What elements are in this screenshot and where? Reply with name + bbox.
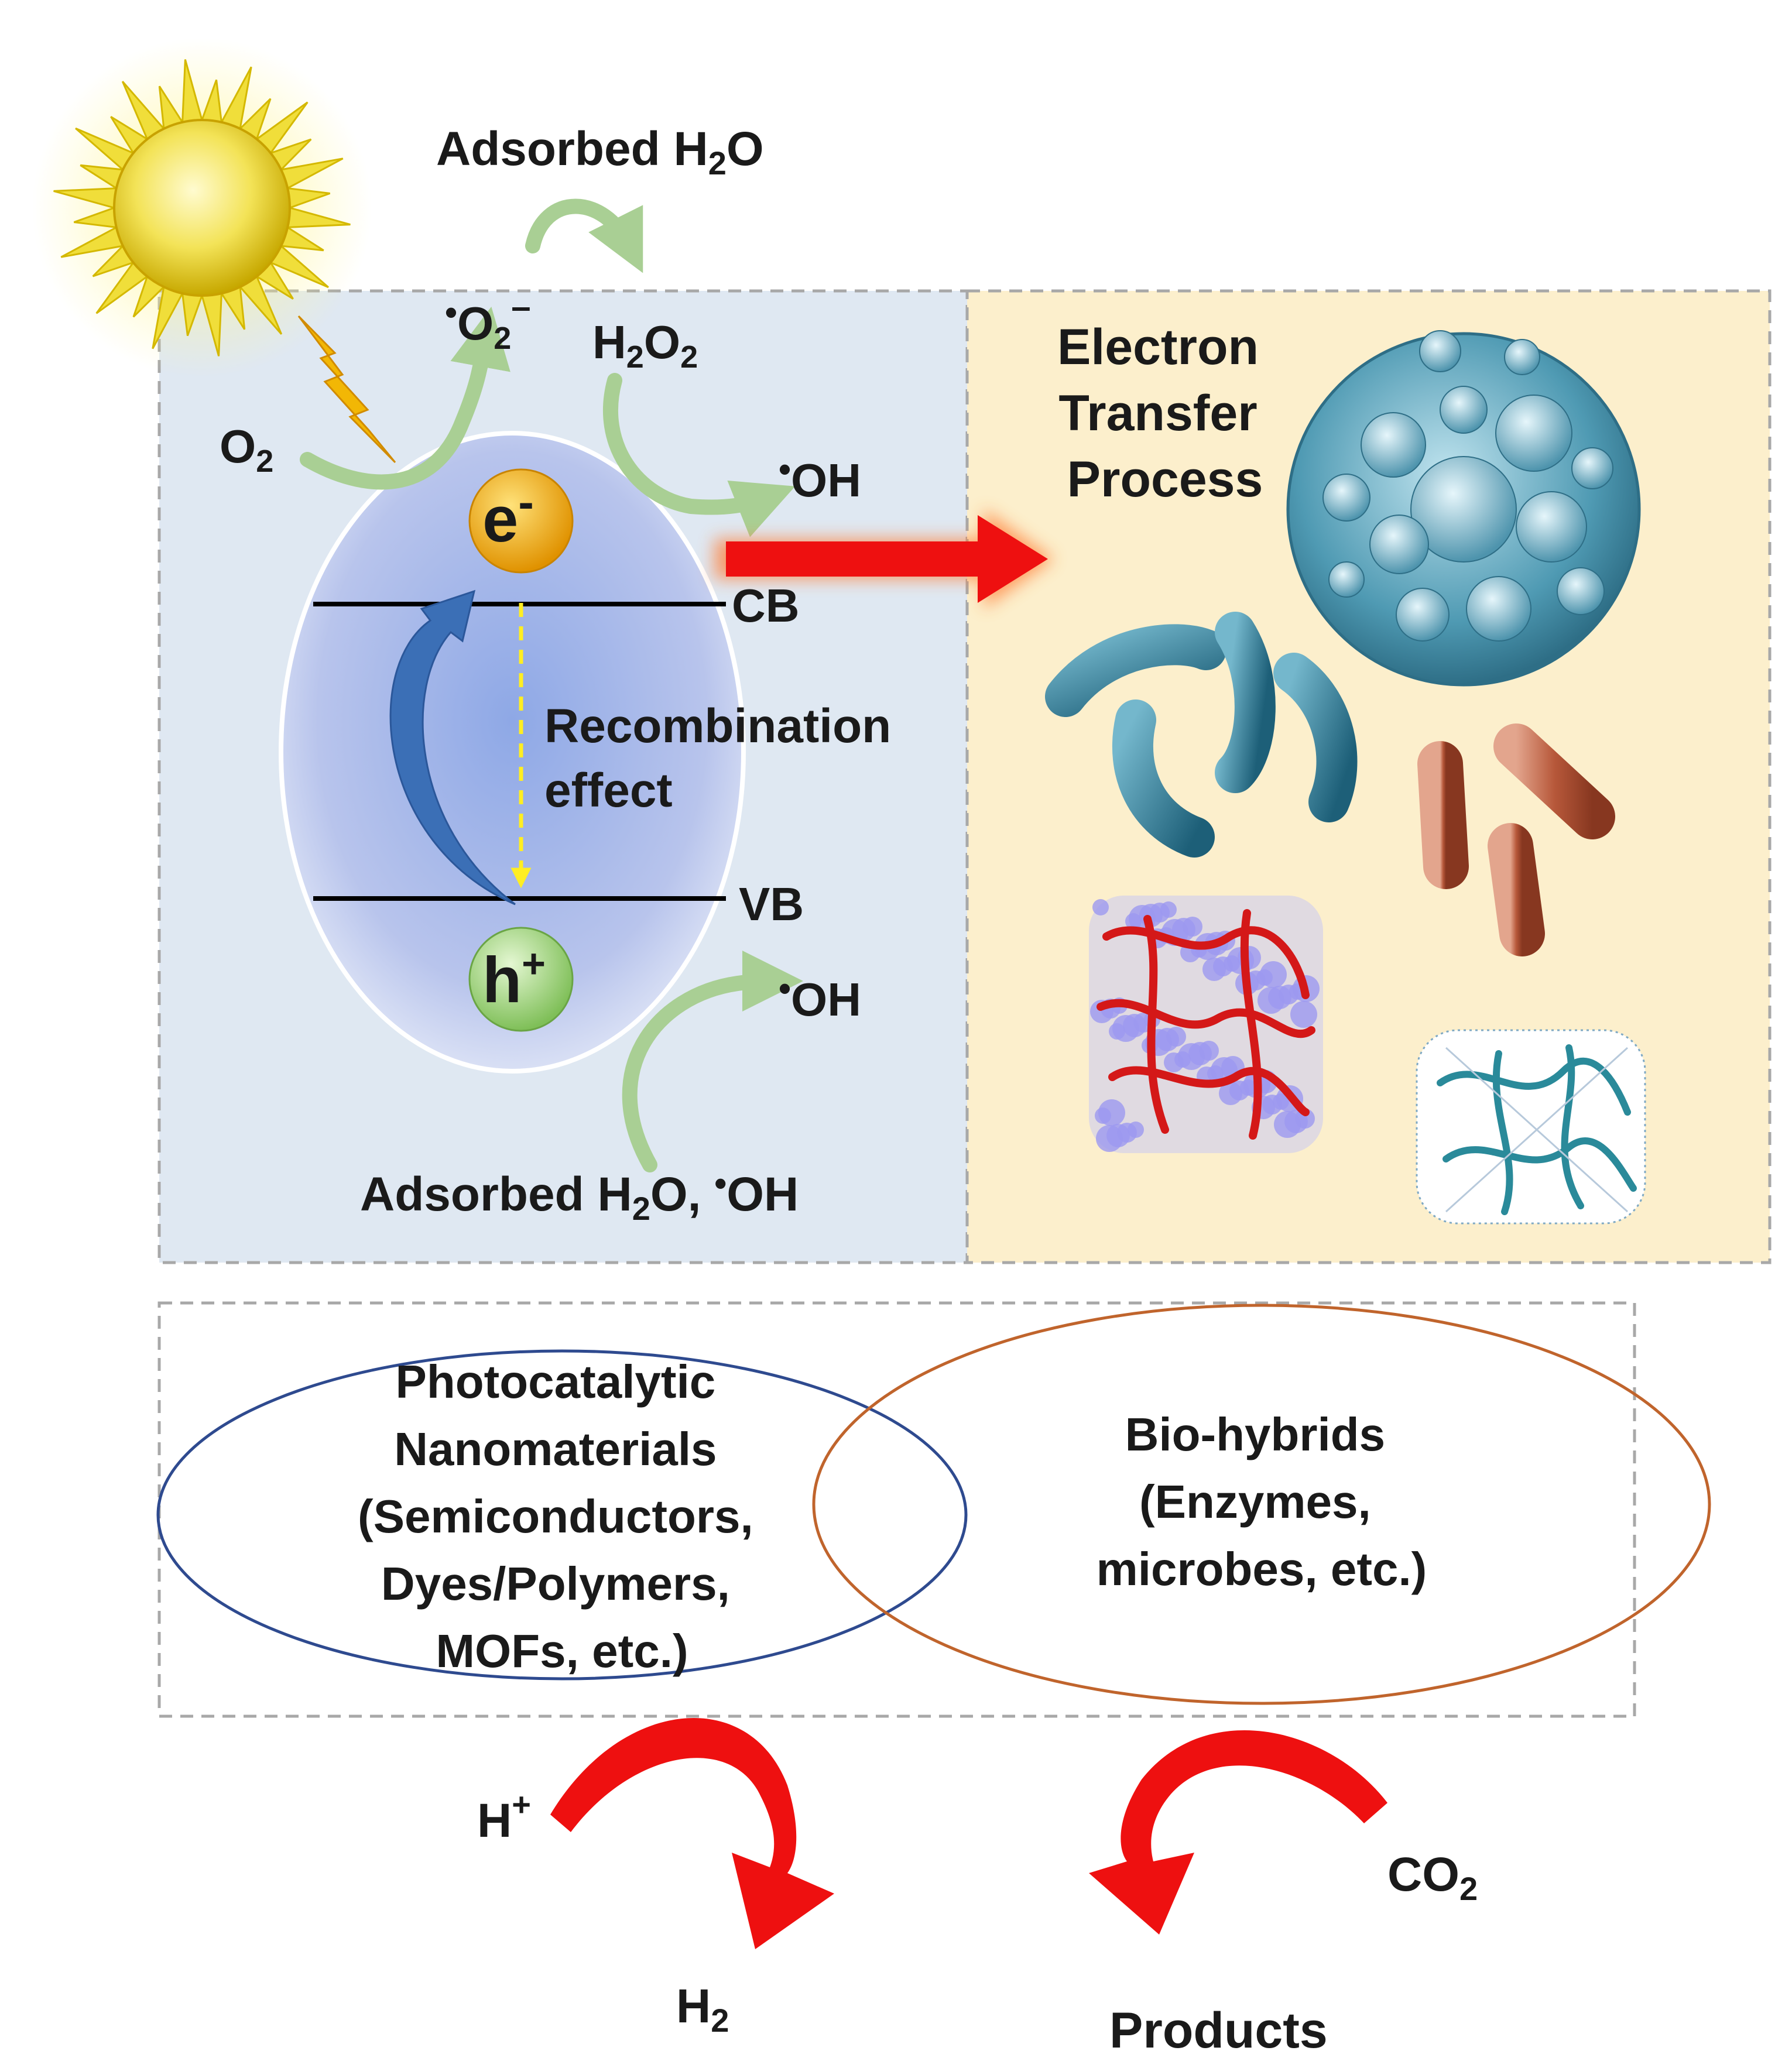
recombination-label: Recombination effect xyxy=(544,699,904,817)
o2-label: O2 xyxy=(220,420,273,479)
h2o-to-h2o2-arrow xyxy=(525,198,643,273)
electron-transfer-arrow xyxy=(714,509,1054,609)
electron-transfer-label: Electron Transfer Process xyxy=(1057,319,1273,507)
venn-right-text: Bio-hybrids (Enzymes, microbes, etc.) xyxy=(1097,1408,1427,1595)
svg-text:e-: e- xyxy=(482,476,534,555)
hole-to-oh-arrow xyxy=(622,951,803,1172)
hydroxyl-top-label: •OH xyxy=(779,450,861,506)
superoxide-label: •O2– xyxy=(445,287,531,356)
hydroxyl-mid-label: •OH xyxy=(779,969,861,1026)
sun-icon xyxy=(32,38,372,378)
semiconductor-particle xyxy=(279,431,746,1074)
cb-label: CB xyxy=(732,579,800,632)
h2o2-to-oh-arrow xyxy=(602,373,796,537)
lightning-bolt-icon xyxy=(297,315,396,464)
microbial-cell-icon xyxy=(1286,330,1641,687)
curved-bacteria-icon xyxy=(1045,612,1358,858)
h-plus-label: H+ xyxy=(477,1786,531,1847)
co2-label: CO2 xyxy=(1387,1848,1478,1907)
svg-text:h+: h+ xyxy=(482,941,546,1016)
rod-bacteria-icon xyxy=(1417,723,1615,956)
hole-particle: h+ xyxy=(468,927,574,1032)
adsorbed-bottom-label: Adsorbed H2O, •OH xyxy=(360,1164,799,1227)
excitation-arrow xyxy=(389,589,516,906)
venn-left-text: Photocatalytic Nanomaterials (Semiconduc… xyxy=(358,1356,766,1677)
h2-evolution-arrow xyxy=(550,1718,834,1949)
venn-left-ellipse xyxy=(156,1349,968,1681)
adsorbed-h2o-label: Adsorbed H2O xyxy=(436,122,764,181)
h2-label: H2 xyxy=(676,1980,729,2039)
co2-reduction-arrow xyxy=(1089,1730,1387,1935)
venn-right-ellipse xyxy=(812,1304,1711,1705)
protein-mesh-icon xyxy=(1416,1029,1646,1225)
h2o2-label: H2O2 xyxy=(592,316,698,375)
products-label: Products xyxy=(1109,2002,1328,2059)
o2-to-superoxide-arrow xyxy=(300,306,510,490)
enzyme-structure-icon xyxy=(1089,896,1323,1153)
electron-particle: e- xyxy=(468,468,574,574)
vb-label: VB xyxy=(739,878,804,930)
